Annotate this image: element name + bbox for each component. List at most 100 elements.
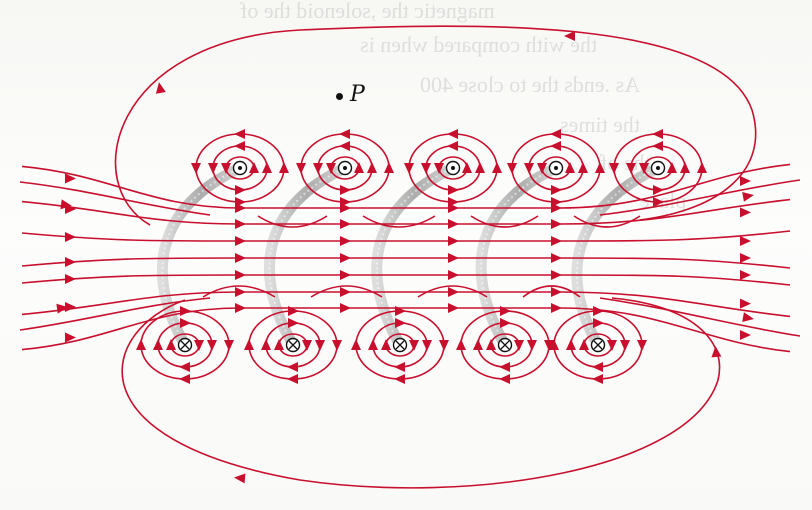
field-arrow — [565, 162, 575, 173]
field-arrow — [339, 141, 350, 151]
outer-return-loop-top — [114, 25, 757, 226]
field-arrow — [740, 330, 751, 341]
field-arrow — [287, 362, 298, 372]
interwire-line — [417, 285, 488, 298]
field-arrow — [593, 306, 604, 316]
point-p-label: P — [350, 82, 365, 107]
field-arrow — [65, 173, 76, 184]
field-arrow — [65, 257, 76, 267]
field-lines — [19, 25, 801, 489]
field-arrow — [740, 207, 751, 218]
field-arrow — [549, 339, 559, 350]
field-arrow — [180, 306, 191, 316]
field-arrow — [313, 163, 323, 174]
field-arrow — [626, 163, 636, 174]
field-arrow — [65, 274, 76, 284]
field-arrow — [448, 185, 459, 195]
field-arrow — [595, 162, 605, 173]
field-arrow — [235, 236, 246, 246]
interwire-line — [362, 215, 436, 228]
field-arrow — [288, 318, 299, 328]
interwire-line — [522, 285, 581, 298]
field-arrow — [244, 339, 254, 350]
current-in-cross — [500, 340, 510, 350]
field-arrow — [492, 162, 502, 173]
wire-highlight — [268, 167, 346, 346]
field-arrow — [234, 141, 245, 151]
field-arrows — [56, 31, 754, 484]
field-arrow — [381, 339, 391, 350]
current-in-cross — [395, 340, 405, 350]
field-arrow — [593, 318, 604, 328]
field-arrow — [448, 236, 459, 246]
field-arrow — [448, 203, 459, 213]
wire-highlight — [375, 167, 454, 346]
field-arrow — [434, 163, 444, 174]
fringe-field-line — [599, 297, 801, 337]
field-arrow — [395, 318, 406, 328]
field-arrow — [340, 303, 351, 313]
field-arrow — [166, 339, 176, 350]
field-arrow — [740, 253, 751, 263]
field-arrow — [637, 340, 647, 351]
field-arrow — [221, 163, 231, 174]
current-in-cross — [593, 340, 603, 350]
field-arrow — [394, 362, 405, 372]
field-arrow — [367, 162, 377, 173]
field-arrow — [235, 185, 246, 195]
field-arrow — [551, 270, 562, 280]
wire-loop — [263, 162, 351, 351]
field-arrow — [456, 339, 466, 350]
field-arrow — [551, 253, 562, 263]
field-arrow — [473, 339, 483, 350]
axial-field-line — [21, 163, 791, 209]
field-arrow — [136, 339, 146, 350]
field-arrow — [740, 236, 751, 246]
field-arrow — [235, 270, 246, 280]
current-in-cross — [180, 340, 190, 350]
field-arrow — [208, 163, 218, 174]
field-arrow — [234, 129, 245, 139]
field-arrow — [354, 162, 364, 173]
axial-field-line — [21, 230, 791, 242]
field-arrow — [514, 340, 524, 351]
field-arrow — [544, 340, 554, 351]
field-arrow — [384, 162, 394, 173]
field-arrow — [578, 162, 588, 173]
field-arrow — [652, 129, 663, 139]
current-out-dot — [656, 166, 660, 170]
field-arrow — [394, 374, 405, 384]
field-arrow — [448, 270, 459, 280]
field-arrow — [340, 219, 351, 229]
field-arrow — [439, 340, 449, 351]
field-arrow — [447, 141, 458, 151]
field-arrow — [550, 129, 561, 139]
field-arrow — [65, 301, 76, 312]
interwire-line — [573, 215, 641, 228]
field-arrow — [155, 82, 166, 94]
field-arrow — [697, 162, 707, 173]
field-arrow — [179, 374, 190, 384]
field-arrow — [500, 318, 511, 328]
interwire-line — [310, 285, 383, 298]
field-arrow — [207, 340, 217, 351]
field-arrow — [551, 185, 562, 195]
field-arrow — [740, 270, 751, 280]
field-arrow — [287, 374, 298, 384]
field-arrow — [499, 362, 510, 372]
point-p-dot — [336, 93, 343, 100]
field-arrow — [551, 203, 562, 213]
field-arrow — [448, 287, 459, 297]
field-arrow — [524, 163, 534, 174]
field-arrow — [500, 306, 511, 316]
interwire-line — [470, 215, 539, 228]
field-arrow — [652, 141, 663, 151]
wire-loop — [475, 162, 562, 351]
field-arrow — [249, 162, 259, 173]
field-arrow — [274, 339, 284, 350]
field-arrow — [279, 162, 289, 173]
field-arrow — [235, 219, 246, 229]
solenoid-wires — [156, 162, 664, 351]
field-arrow — [448, 303, 459, 313]
